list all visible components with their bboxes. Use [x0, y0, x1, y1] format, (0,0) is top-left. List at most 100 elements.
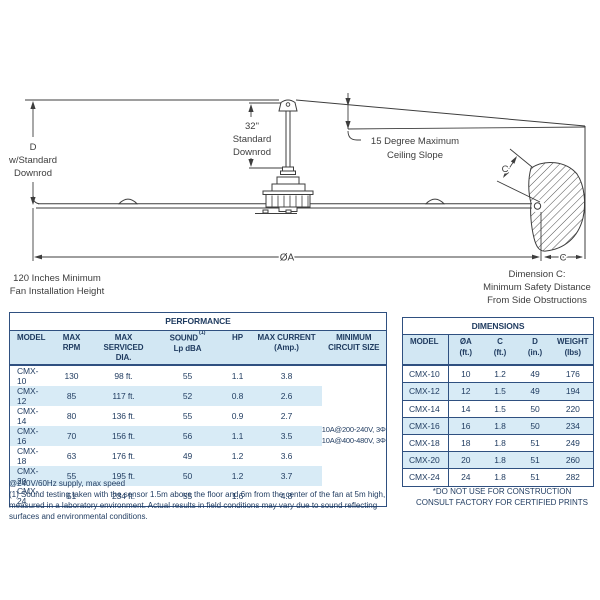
ceiling-and-wall: [25, 99, 586, 259]
dimensions-title-row: DIMENSIONS: [402, 317, 594, 336]
ceiling-mount: [278, 99, 298, 112]
cell-sound: 52: [151, 385, 224, 406]
cell-rpm: 55: [47, 465, 96, 486]
cell-d: 51: [530, 472, 540, 483]
cell-rpm: 85: [47, 385, 96, 406]
table-row: CMX-24 24 1.8 51 282: [402, 468, 594, 486]
cell-oa: 18: [448, 434, 483, 453]
table-row: CMX-16 70 156 ft. 56 1.1 3.5: [9, 425, 387, 446]
dimensions-title: DIMENSIONS: [402, 317, 594, 336]
table-row: CMX-18 18 1.8 51 249: [402, 434, 594, 453]
table-row: CMX-16 16 1.8 50 234: [402, 417, 594, 435]
diameter-dimension-oa: ØA: [32, 208, 540, 265]
cell-model: CMX-24: [17, 485, 39, 506]
cell-weight: 249: [552, 434, 594, 453]
table-row: CMX-12 12 1.5 49 194: [402, 382, 594, 401]
table-row: CMX-10 130 98 ft. 55 1.1 3.8 10A@200-240…: [10, 364, 387, 507]
cell-weight: 234: [552, 417, 594, 435]
cell-sound: 55: [182, 410, 193, 421]
header-footnote-marker: (1): [198, 330, 206, 336]
col-header-c-ft: C(ft.): [482, 334, 518, 367]
dim-c-label-line3: From Side Obstructions: [487, 295, 587, 306]
cell-hp: 1.1: [223, 425, 252, 446]
header-text: (Amp.): [274, 342, 299, 352]
cell-rpm: 70: [47, 425, 96, 446]
motor-mid-box: [271, 183, 306, 192]
cell-hp: 0.9: [231, 410, 244, 421]
cell-amps: 3.8: [280, 370, 293, 381]
cell-dia: 176 ft.: [112, 450, 135, 461]
cell-oa: 16: [448, 417, 483, 435]
col-header-oa-ft: ØA(ft.): [448, 334, 483, 367]
c-dimension-lower: C: [544, 251, 583, 265]
d-label-line3: Downrod: [14, 168, 52, 179]
header-text: MODEL: [410, 337, 439, 347]
cell-c: 1.2: [482, 365, 518, 384]
cell-oa: 24: [461, 472, 471, 483]
fan-assembly: [32, 99, 535, 214]
cell-amps: 3.7: [251, 465, 322, 486]
cell-dia: 136 ft.: [112, 410, 135, 421]
cell-model: CMX-18: [402, 434, 449, 453]
cell-amps: 3.5: [251, 425, 322, 446]
blade-retainer-right: [424, 198, 446, 205]
cell-model: CMX-18: [17, 445, 39, 466]
header-text: RPM: [62, 342, 81, 352]
cell-dia: 98 ft.: [114, 370, 133, 381]
header-text: MINIMUM: [336, 332, 372, 342]
cell-dia: 195 ft.: [95, 465, 152, 486]
cell-d: 49: [517, 382, 553, 401]
table-row: CMX-18 63 176 ft. 49 1.2 3.6: [10, 446, 387, 466]
cell-model: CMX-20: [9, 465, 48, 486]
cell-sound: 55: [182, 370, 193, 381]
cell-model: CMX-12: [9, 385, 48, 406]
col-header-max-current: MAX CURRENT(Amp.): [251, 330, 322, 366]
c-lower-label: C: [560, 253, 567, 264]
cell-sound: 56: [151, 425, 224, 446]
cell-d: 51: [517, 451, 553, 470]
d-label-line1: D: [30, 142, 37, 153]
obstruction-shape: [528, 162, 586, 252]
install-height-label: 120 Inches Minimum Fan Installation Heig…: [10, 273, 105, 297]
col-header-sound: SOUND(1)Lp dBA: [151, 330, 224, 366]
downrod-label-line2: Standard: [233, 134, 272, 145]
cell-d: 51: [517, 434, 553, 453]
cell-model: CMX-14: [17, 405, 39, 426]
slope-arrow-lower: [345, 121, 351, 129]
col-header-model: MODEL: [402, 334, 449, 367]
header-text: WEIGHT: [557, 337, 589, 347]
slope-label-line2: Ceiling Slope: [387, 150, 443, 161]
cell-rpm: 130: [64, 370, 79, 381]
header-text: (ft.): [493, 347, 507, 357]
oa-label: ØA: [280, 253, 295, 264]
header-text: HP: [232, 332, 243, 342]
cell-model: CMX-16: [402, 417, 449, 435]
header-text: MAX CURRENT: [257, 332, 316, 342]
cell-sound: 50: [151, 465, 224, 486]
slope-reference-line: [347, 126, 586, 130]
header-text: (in.): [527, 347, 543, 357]
cell-oa: 14: [448, 400, 483, 418]
cell-sound: 55: [182, 490, 193, 501]
cell-hp: 0.8: [223, 385, 252, 406]
cell-circuit-size: 10A@200-240V, 3Φ 10A@400-480V, 3Φ: [321, 364, 387, 507]
cell-model: CMX-12: [402, 382, 449, 401]
cell-d: 50: [517, 400, 553, 418]
cell-amps: 2.7: [280, 410, 293, 421]
header-text: MAX SERVICED: [103, 332, 144, 352]
cell-hp: 1.1: [231, 370, 244, 381]
cell-amps: 2.6: [251, 385, 322, 406]
table-row: CMX-14 14 1.5 50 220: [402, 400, 594, 418]
cell-hp: 1.6: [231, 490, 244, 501]
cell-weight: 176: [552, 365, 594, 384]
cell-amps: 4.8: [280, 490, 293, 501]
slope-arrow-upper: [345, 98, 351, 106]
header-text: CIRCUIT SIZE: [328, 342, 380, 352]
cell-weight: 194: [552, 382, 594, 401]
dimensions-header-row: MODEL ØA(ft.) C(ft.) D(in.) WEIGHT(lbs): [402, 334, 594, 367]
cell-dia: 117 ft.: [95, 385, 152, 406]
cell-c: 1.8: [482, 434, 518, 453]
